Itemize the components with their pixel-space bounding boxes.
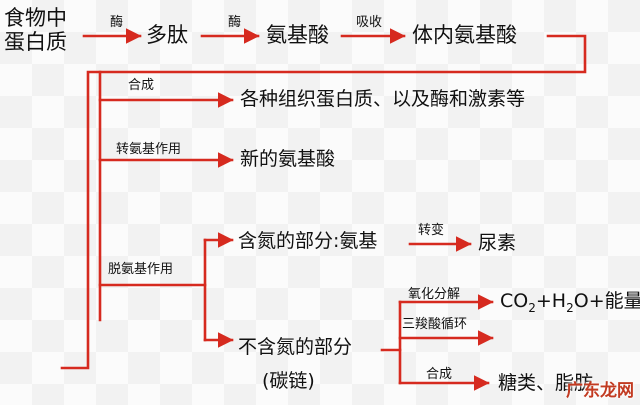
node-proteins-enzymes-hormones: 各种组织蛋白质、以及酶和激素等: [240, 88, 526, 110]
loop-connector: [60, 34, 587, 370]
node-amino-acid: 氨基酸: [266, 23, 329, 47]
label-absorption: 吸收: [356, 15, 383, 30]
node-new-amino-acid: 新的氨基酸: [240, 148, 336, 170]
food-protein-line2: 蛋白质: [4, 30, 67, 54]
label-synthesis-2: 合成: [426, 367, 453, 382]
node-urea: 尿素: [478, 232, 517, 254]
label-conversion: 转变: [418, 223, 445, 238]
food-protein-line1: 食物中: [4, 6, 67, 30]
label-transamination: 转氨基作用: [116, 142, 182, 157]
node-polypeptide: 多肽: [146, 23, 188, 47]
node-carbon-chain: (碳链): [262, 370, 315, 392]
label-deamination: 脱氨基作用: [108, 262, 174, 277]
label-tca-cycle: 三羧酸循环: [402, 317, 468, 332]
node-non-nitrogen-part: 不含氮的部分: [238, 336, 353, 358]
label-oxidative-decomposition: 氧化分解: [408, 287, 461, 302]
node-body-amino-acid: 体内氨基酸: [412, 23, 517, 47]
watermark: 广东龙网: [566, 381, 634, 401]
label-synthesis-1: 合成: [128, 78, 155, 93]
label-enzyme-1: 酶: [110, 15, 124, 30]
node-products: CO2+H2O+能量: [500, 290, 640, 315]
label-enzyme-2: 酶: [228, 15, 242, 30]
node-nitrogen-part: 含氮的部分:氨基: [238, 230, 378, 252]
node-sugars-fats: 糖类、脂肪: [498, 372, 594, 394]
